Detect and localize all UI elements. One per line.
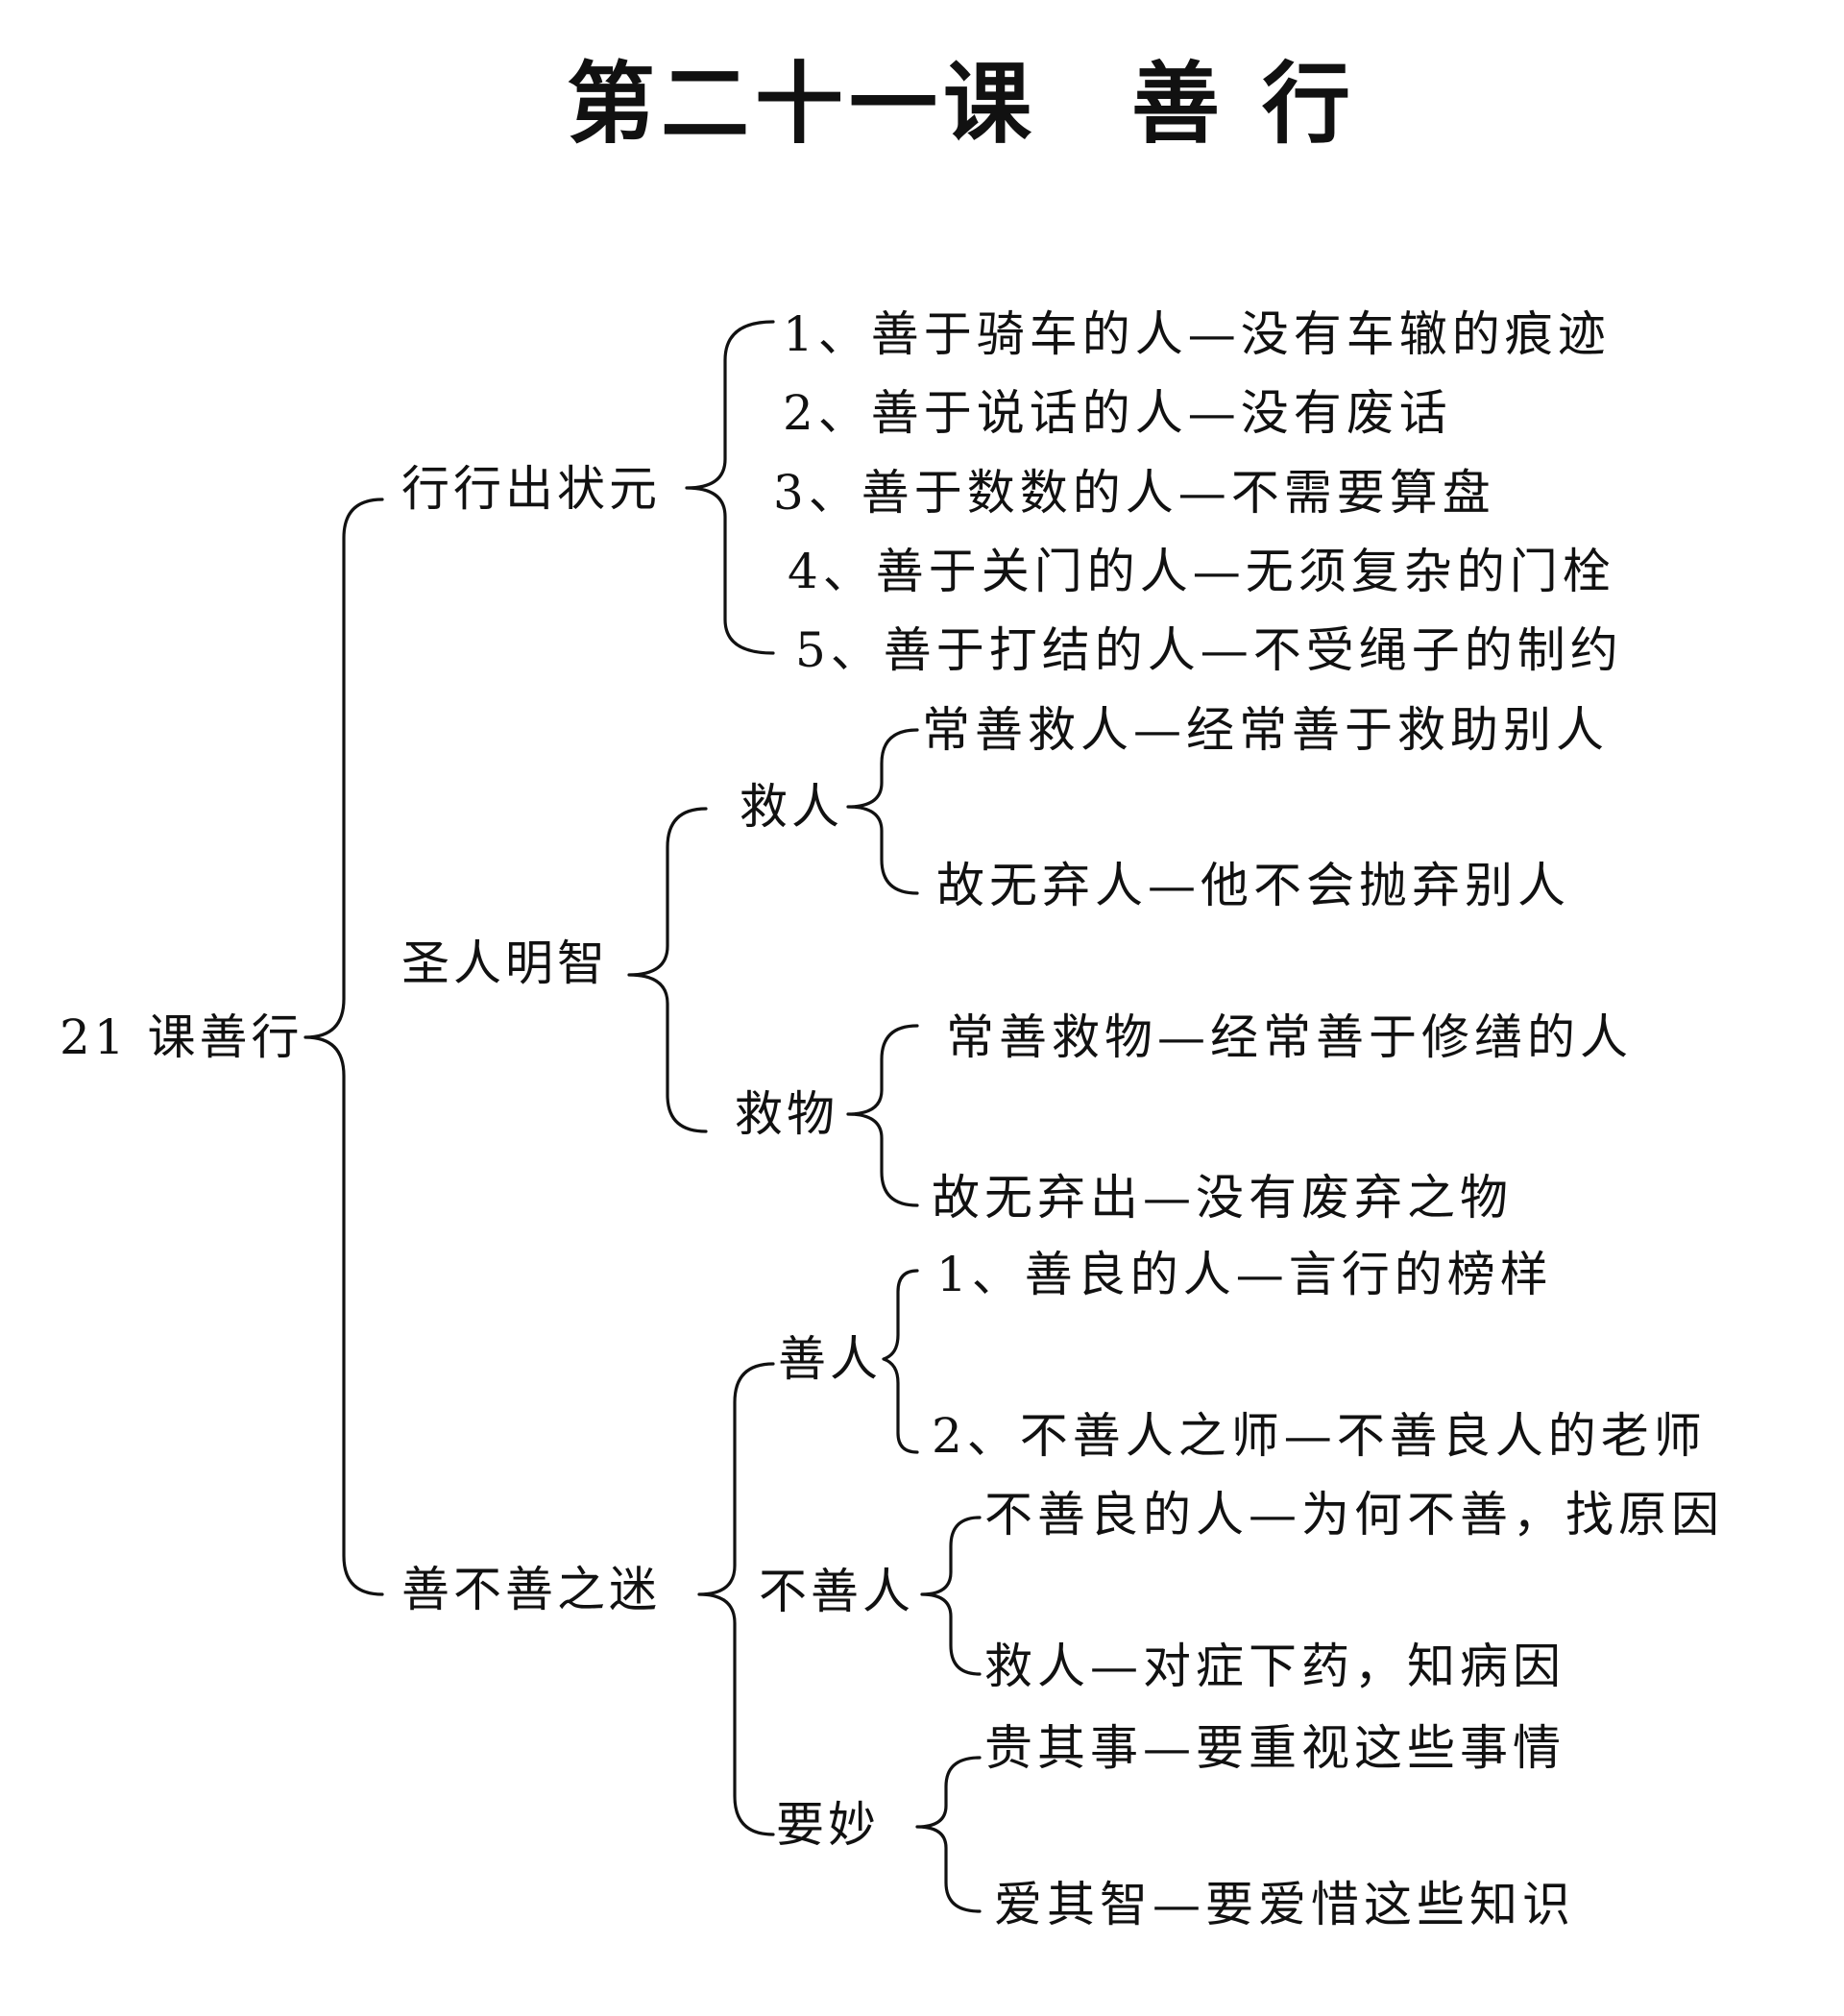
group-shanren-bracket (882, 1269, 919, 1454)
group-label-jiuren: 救人 (740, 779, 843, 835)
group-bushanren-bracket (920, 1516, 982, 1676)
branch-label-shanbushan: 善不善之迷 (401, 1562, 661, 1617)
leaf-item: 1、善于骑车的人—没有车辙的痕迹 (783, 306, 1611, 362)
leaf-item: 5、善于打结的人—不受绳子的制约 (795, 622, 1623, 678)
leaf-item: 1、善良的人—言行的榜样 (936, 1247, 1553, 1302)
branch-1-bracket (685, 320, 775, 655)
group-yaomiao-bracket (915, 1756, 982, 1913)
root-bracket (303, 498, 384, 1596)
page-title: 第二十一课 善 行 (567, 52, 1357, 156)
leaf-item: 3、善于数数的人—不需要算盘 (773, 465, 1495, 521)
group-label-bushanren: 不善人 (759, 1564, 914, 1619)
leaf-item: 贵其事—要重视这些事情 (984, 1720, 1565, 1776)
leaf-item: 救人—对症下药，知病因 (984, 1639, 1565, 1694)
leaf-item: 故无弃出—没有废弃之物 (932, 1170, 1513, 1226)
leaf-item: 4、善于关门的人—无须复杂的门栓 (788, 544, 1615, 599)
group-label-jiuwu: 救物 (735, 1086, 838, 1142)
group-jiuwu-bracket (846, 1024, 919, 1207)
leaf-item: 常善救物—经常善于修缮的人 (946, 1009, 1633, 1065)
leaf-item: 2、不善人之师—不善良人的老师 (932, 1408, 1707, 1464)
root-node: 21 课善行 (60, 1009, 303, 1065)
leaf-item: 2、善于说话的人—没有废话 (783, 385, 1452, 441)
group-label-yaomiao: 要妙 (776, 1797, 880, 1853)
group-jiuren-bracket (846, 728, 919, 895)
group-label-shanren: 善人 (778, 1331, 882, 1387)
branch-3-bracket (697, 1362, 775, 1836)
leaf-item: 常善救人—经常善于救助别人 (922, 702, 1609, 758)
branch-label-shengren: 圣人明智 (401, 935, 609, 991)
branch-2-bracket (627, 807, 708, 1133)
leaf-item: 爱其智—要爱惜这些知识 (994, 1877, 1575, 1932)
branch-label-hanghang: 行行出状元 (401, 461, 661, 517)
leaf-item: 故无弃人—他不会抛弃别人 (936, 858, 1570, 913)
leaf-item: 不善良的人—为何不善，找原因 (984, 1487, 1724, 1542)
